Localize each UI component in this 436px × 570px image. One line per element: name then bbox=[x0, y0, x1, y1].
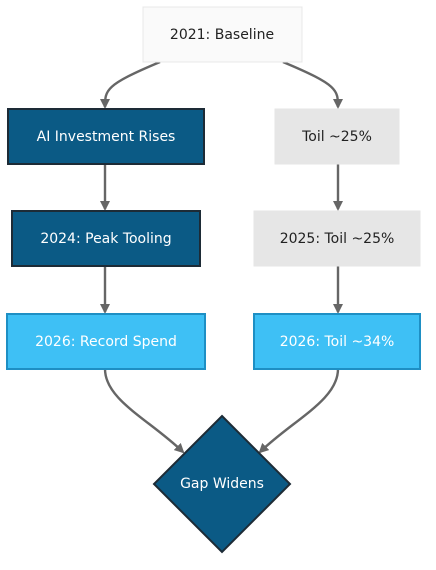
edge-record-spend-to-gap bbox=[103, 368, 185, 454]
edge-baseline-to-toil-25 bbox=[282, 60, 343, 109]
node-baseline-box bbox=[142, 6, 303, 63]
node-ai-investment-label: AI Investment Rises bbox=[37, 129, 176, 145]
node-gap: Gap Widens bbox=[152, 414, 292, 554]
node-toil-2026-box bbox=[253, 313, 421, 370]
node-peak-tooling-label: 2024: Peak Tooling bbox=[40, 231, 171, 247]
node-record-spend-label: 2026: Record Spend bbox=[35, 334, 177, 350]
node-gap-diamond bbox=[152, 414, 292, 554]
node-toil-25: Toil ~25% bbox=[274, 108, 400, 165]
node-toil-2025: 2025: Toil ~25% bbox=[253, 210, 421, 267]
node-toil-25-label: Toil ~25% bbox=[301, 129, 372, 145]
node-peak-tooling-box bbox=[11, 210, 201, 267]
node-gap-label: Gap Widens bbox=[180, 476, 264, 492]
node-toil-2025-box bbox=[253, 210, 421, 267]
node-record-spend: 2026: Record Spend bbox=[6, 313, 206, 370]
node-toil-25-box bbox=[274, 108, 400, 165]
node-toil-2025-label: 2025: Toil ~25% bbox=[280, 231, 395, 247]
node-peak-tooling: 2024: Peak Tooling bbox=[11, 210, 201, 267]
node-baseline-label: 2021: Baseline bbox=[170, 27, 274, 43]
node-ai-investment-box bbox=[7, 108, 205, 165]
edge-toil-2026-to-gap bbox=[258, 368, 340, 454]
node-toil-2026: 2026: Toil ~34% bbox=[253, 313, 421, 370]
node-toil-2026-label: 2026: Toil ~34% bbox=[280, 334, 395, 350]
node-record-spend-box bbox=[6, 313, 206, 370]
node-ai-investment: AI Investment Rises bbox=[7, 108, 205, 165]
edge-baseline-to-ai-investment bbox=[100, 60, 161, 109]
node-baseline: 2021: Baseline bbox=[142, 6, 303, 63]
